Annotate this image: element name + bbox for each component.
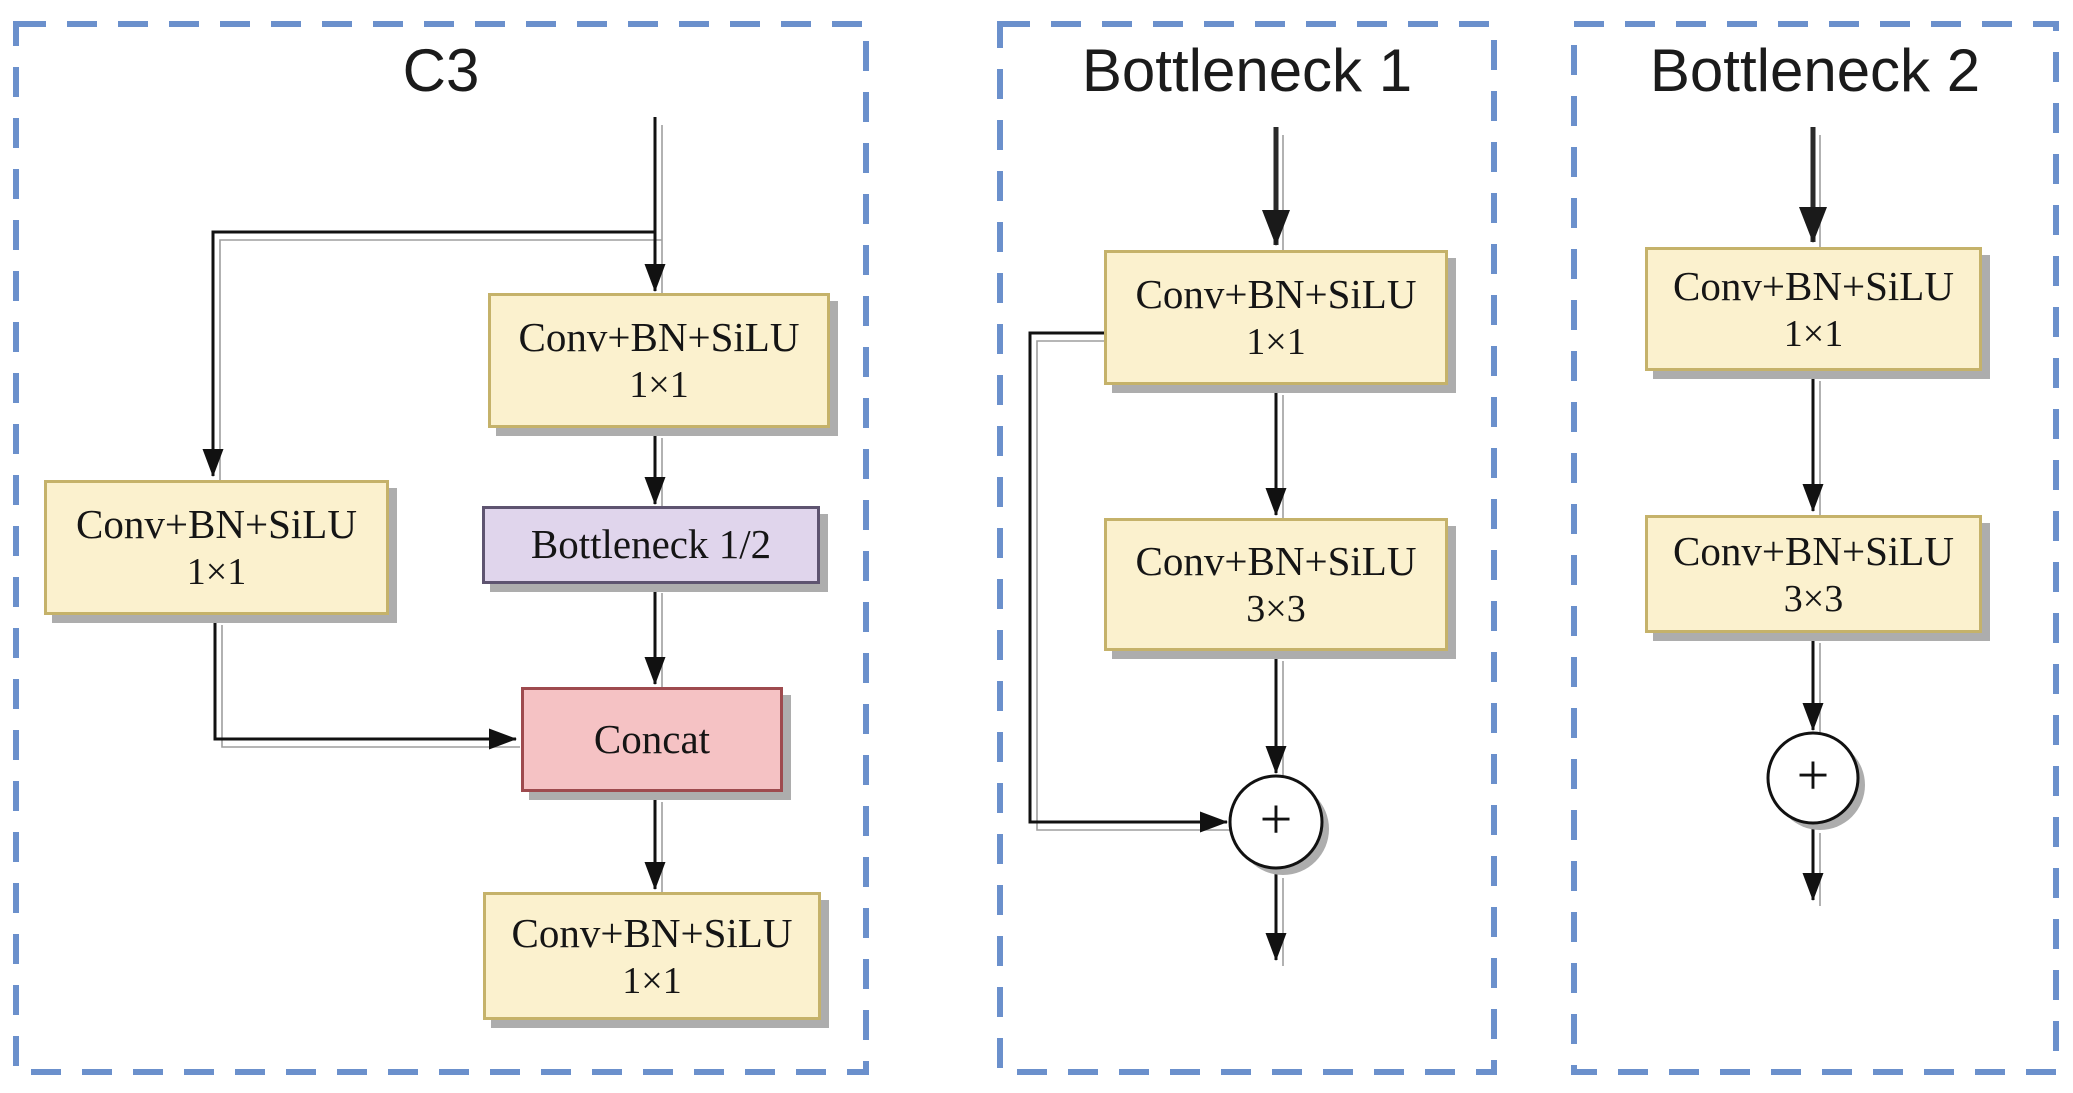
c3-conv-out-kernel: 1×1 bbox=[622, 959, 682, 1002]
bottleneck1-title: Bottleneck 1 bbox=[1081, 37, 1413, 104]
c3-concat-label: Concat bbox=[593, 715, 711, 762]
bottleneck1-conv2-label: Conv+BN+SiLU bbox=[1135, 538, 1417, 585]
c3-conv-left-kernel: 1×1 bbox=[186, 551, 247, 594]
c3-conv-out-label: Conv+BN+SiLU bbox=[511, 909, 793, 956]
bottleneck1-conv2-kernel: 3×3 bbox=[1246, 588, 1306, 631]
bottleneck1-conv1-box: Conv+BN+SiLU 1×1 bbox=[1104, 250, 1448, 385]
bottleneck1-add-plus: + bbox=[1259, 786, 1293, 852]
c3-conv-top-label: Conv+BN+SiLU bbox=[518, 314, 800, 361]
bottleneck2-add-plus: + bbox=[1796, 742, 1830, 808]
bottleneck1-skip-arrow bbox=[1028, 331, 1228, 833]
bottleneck1-panel-border bbox=[997, 21, 1497, 1075]
c3-title: C3 bbox=[402, 37, 480, 104]
bottleneck2-conv1-label: Conv+BN+SiLU bbox=[1673, 262, 1954, 309]
bottleneck1-conv2-box: Conv+BN+SiLU 3×3 bbox=[1104, 518, 1448, 651]
bottleneck1-conv1-kernel: 1×1 bbox=[1246, 321, 1306, 364]
bottleneck2-conv2-label: Conv+BN+SiLU bbox=[1673, 527, 1954, 574]
bottleneck1-add-circle bbox=[1228, 774, 1324, 870]
c3-branch-left-arrow bbox=[202, 230, 655, 477]
bottleneck2-conv1-box: Conv+BN+SiLU 1×1 bbox=[1645, 247, 1982, 371]
c3-bottleneck-box: Bottleneck 1/2 bbox=[482, 506, 820, 584]
bottleneck1-conv1-label: Conv+BN+SiLU bbox=[1135, 271, 1417, 318]
c3-conv-left-label: Conv+BN+SiLU bbox=[76, 501, 357, 548]
c3-panel-border bbox=[13, 21, 869, 1075]
bottleneck2-add-circle bbox=[1766, 731, 1860, 825]
bottleneck2-title: Bottleneck 2 bbox=[1649, 37, 1981, 104]
connector-shadows bbox=[219, 125, 1821, 966]
c3-conv-left-box: Conv+BN+SiLU 1×1 bbox=[44, 480, 389, 615]
c3-concat-box: Concat bbox=[521, 687, 783, 792]
c3-bottleneck-label: Bottleneck 1/2 bbox=[530, 521, 772, 568]
c3-conv-top-kernel: 1×1 bbox=[629, 364, 689, 407]
c3-conv-out-box: Conv+BN+SiLU 1×1 bbox=[483, 892, 821, 1020]
c3-conv-top-box: Conv+BN+SiLU 1×1 bbox=[488, 293, 830, 428]
bottleneck2-conv2-box: Conv+BN+SiLU 3×3 bbox=[1645, 515, 1982, 633]
bottleneck2-conv2-kernel: 3×3 bbox=[1783, 577, 1844, 620]
bottleneck2-conv1-kernel: 1×1 bbox=[1783, 312, 1844, 355]
c3-left-to-concat-arrow bbox=[213, 615, 517, 750]
